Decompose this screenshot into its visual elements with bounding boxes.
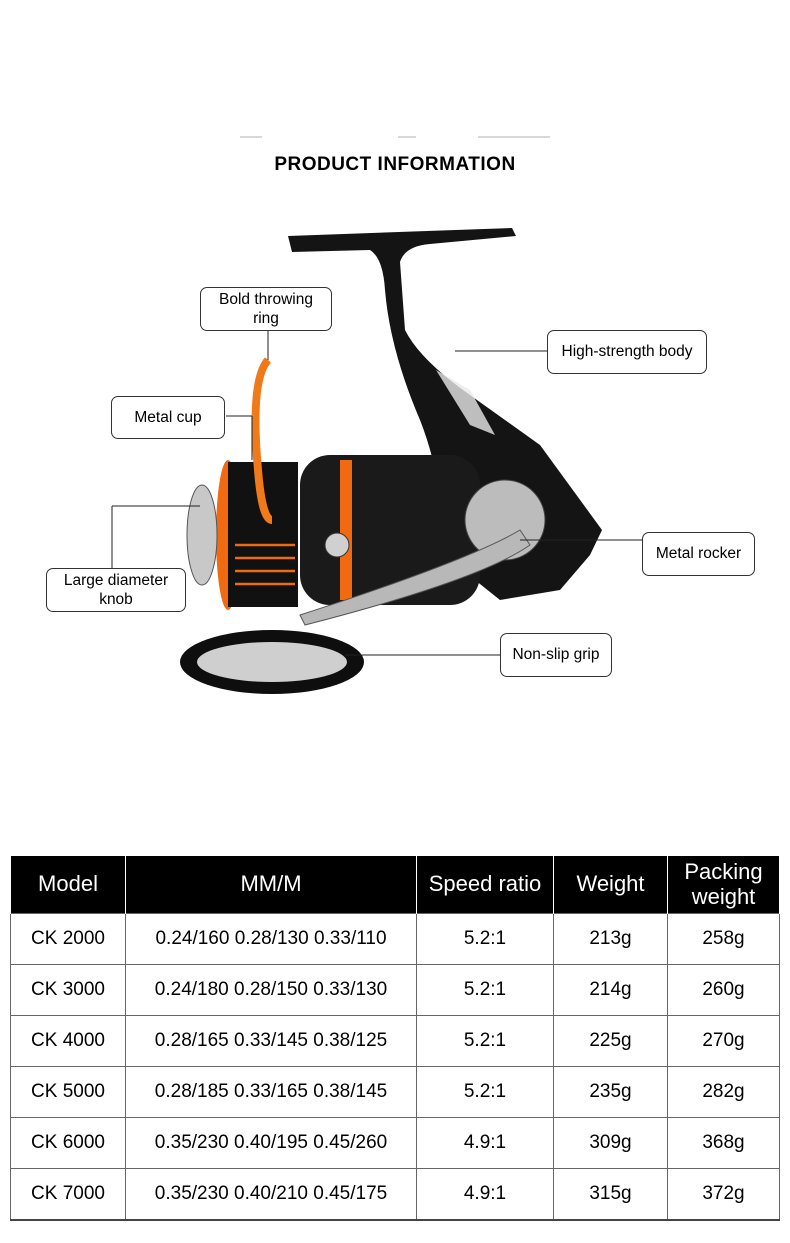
callout-body: High-strength body xyxy=(547,330,707,374)
cell-speed-ratio: 5.2:1 xyxy=(416,1066,554,1118)
table-row: CK 7000 0.35/230 0.40/210 0.45/175 4.9:1… xyxy=(10,1168,780,1221)
callout-lines xyxy=(111,331,642,656)
screw-cap xyxy=(324,532,350,558)
arm-window xyxy=(436,370,495,435)
top-divider-left xyxy=(240,136,262,138)
cell-model: CK 7000 xyxy=(10,1168,126,1221)
cell-model: CK 4000 xyxy=(10,1015,126,1067)
header-model: Model xyxy=(10,856,126,914)
callout-metal-cup: Metal cup xyxy=(111,396,225,439)
top-divider-right xyxy=(478,136,550,138)
header-mm-m: MM/M xyxy=(125,856,417,914)
cell-speed-ratio: 5.2:1 xyxy=(416,913,554,965)
spool-stripes xyxy=(235,543,295,586)
cell-weight: 309g xyxy=(553,1117,668,1169)
cell-model: CK 6000 xyxy=(10,1117,126,1169)
handle-crank xyxy=(299,529,531,626)
cell-packing-weight: 260g xyxy=(667,964,780,1016)
callout-knob-line2: knob xyxy=(99,591,133,608)
cell-speed-ratio: 5.2:1 xyxy=(416,1015,554,1067)
cell-weight: 213g xyxy=(553,913,668,965)
cell-packing-weight: 270g xyxy=(667,1015,780,1067)
page-title: PRODUCT INFORMATION xyxy=(274,154,516,175)
fishing-reel-illustration xyxy=(111,228,642,694)
cell-packing-weight: 372g xyxy=(667,1168,780,1221)
header-packing-weight: Packing weight xyxy=(667,856,780,914)
table-row: CK 3000 0.24/180 0.28/150 0.33/130 5.2:1… xyxy=(10,964,780,1016)
callout-grip: Non-slip grip xyxy=(500,633,612,677)
table-row: CK 5000 0.28/185 0.33/165 0.38/145 5.2:1… xyxy=(10,1066,780,1118)
callout-knob: Large diameter knob xyxy=(46,568,186,612)
cell-mm-m: 0.28/185 0.33/165 0.38/145 xyxy=(125,1066,417,1118)
cell-model: CK 3000 xyxy=(10,964,126,1016)
header-speed-ratio: Speed ratio xyxy=(416,856,554,914)
cell-mm-m: 0.28/165 0.33/145 0.38/125 xyxy=(125,1015,417,1067)
reel-housing xyxy=(300,455,480,605)
spec-table: Model MM/M Speed ratio Weight Packing we… xyxy=(10,856,780,1221)
cell-weight: 214g xyxy=(553,964,668,1016)
callout-metal-rocker: Metal rocker xyxy=(642,532,755,576)
cell-weight: 225g xyxy=(553,1015,668,1067)
cell-speed-ratio: 4.9:1 xyxy=(416,1117,554,1169)
table-row: CK 4000 0.28/165 0.33/145 0.38/125 5.2:1… xyxy=(10,1015,780,1067)
cell-weight: 235g xyxy=(553,1066,668,1118)
table-row: CK 6000 0.35/230 0.40/195 0.45/260 4.9:1… xyxy=(10,1117,780,1169)
callout-knob-line1: Large diameter xyxy=(63,571,169,589)
table-header-row: Model MM/M Speed ratio Weight Packing we… xyxy=(10,856,780,914)
top-divider-mid xyxy=(398,136,416,138)
header-weight: Weight xyxy=(553,856,668,914)
cell-mm-m: 0.35/230 0.40/210 0.45/175 xyxy=(125,1168,417,1221)
cell-packing-weight: 258g xyxy=(667,913,780,965)
cell-mm-m: 0.24/160 0.28/130 0.33/110 xyxy=(125,913,417,965)
cell-packing-weight: 282g xyxy=(667,1066,780,1118)
cell-speed-ratio: 5.2:1 xyxy=(416,964,554,1016)
table-row: CK 2000 0.24/160 0.28/130 0.33/110 5.2:1… xyxy=(10,913,780,965)
cell-packing-weight: 368g xyxy=(667,1117,780,1169)
cell-speed-ratio: 4.9:1 xyxy=(416,1168,554,1221)
cell-mm-m: 0.35/230 0.40/195 0.45/260 xyxy=(125,1117,417,1169)
bail-ring xyxy=(251,357,274,524)
grip-insert xyxy=(197,642,347,682)
front-knob xyxy=(186,484,218,586)
housing-stripe xyxy=(340,460,352,600)
cell-mm-m: 0.24/180 0.28/150 0.33/130 xyxy=(125,964,417,1016)
cell-weight: 315g xyxy=(553,1168,668,1221)
callout-throwing-ring: Bold throwing ring xyxy=(200,287,332,331)
cell-model: CK 2000 xyxy=(10,913,126,965)
cell-model: CK 5000 xyxy=(10,1066,126,1118)
